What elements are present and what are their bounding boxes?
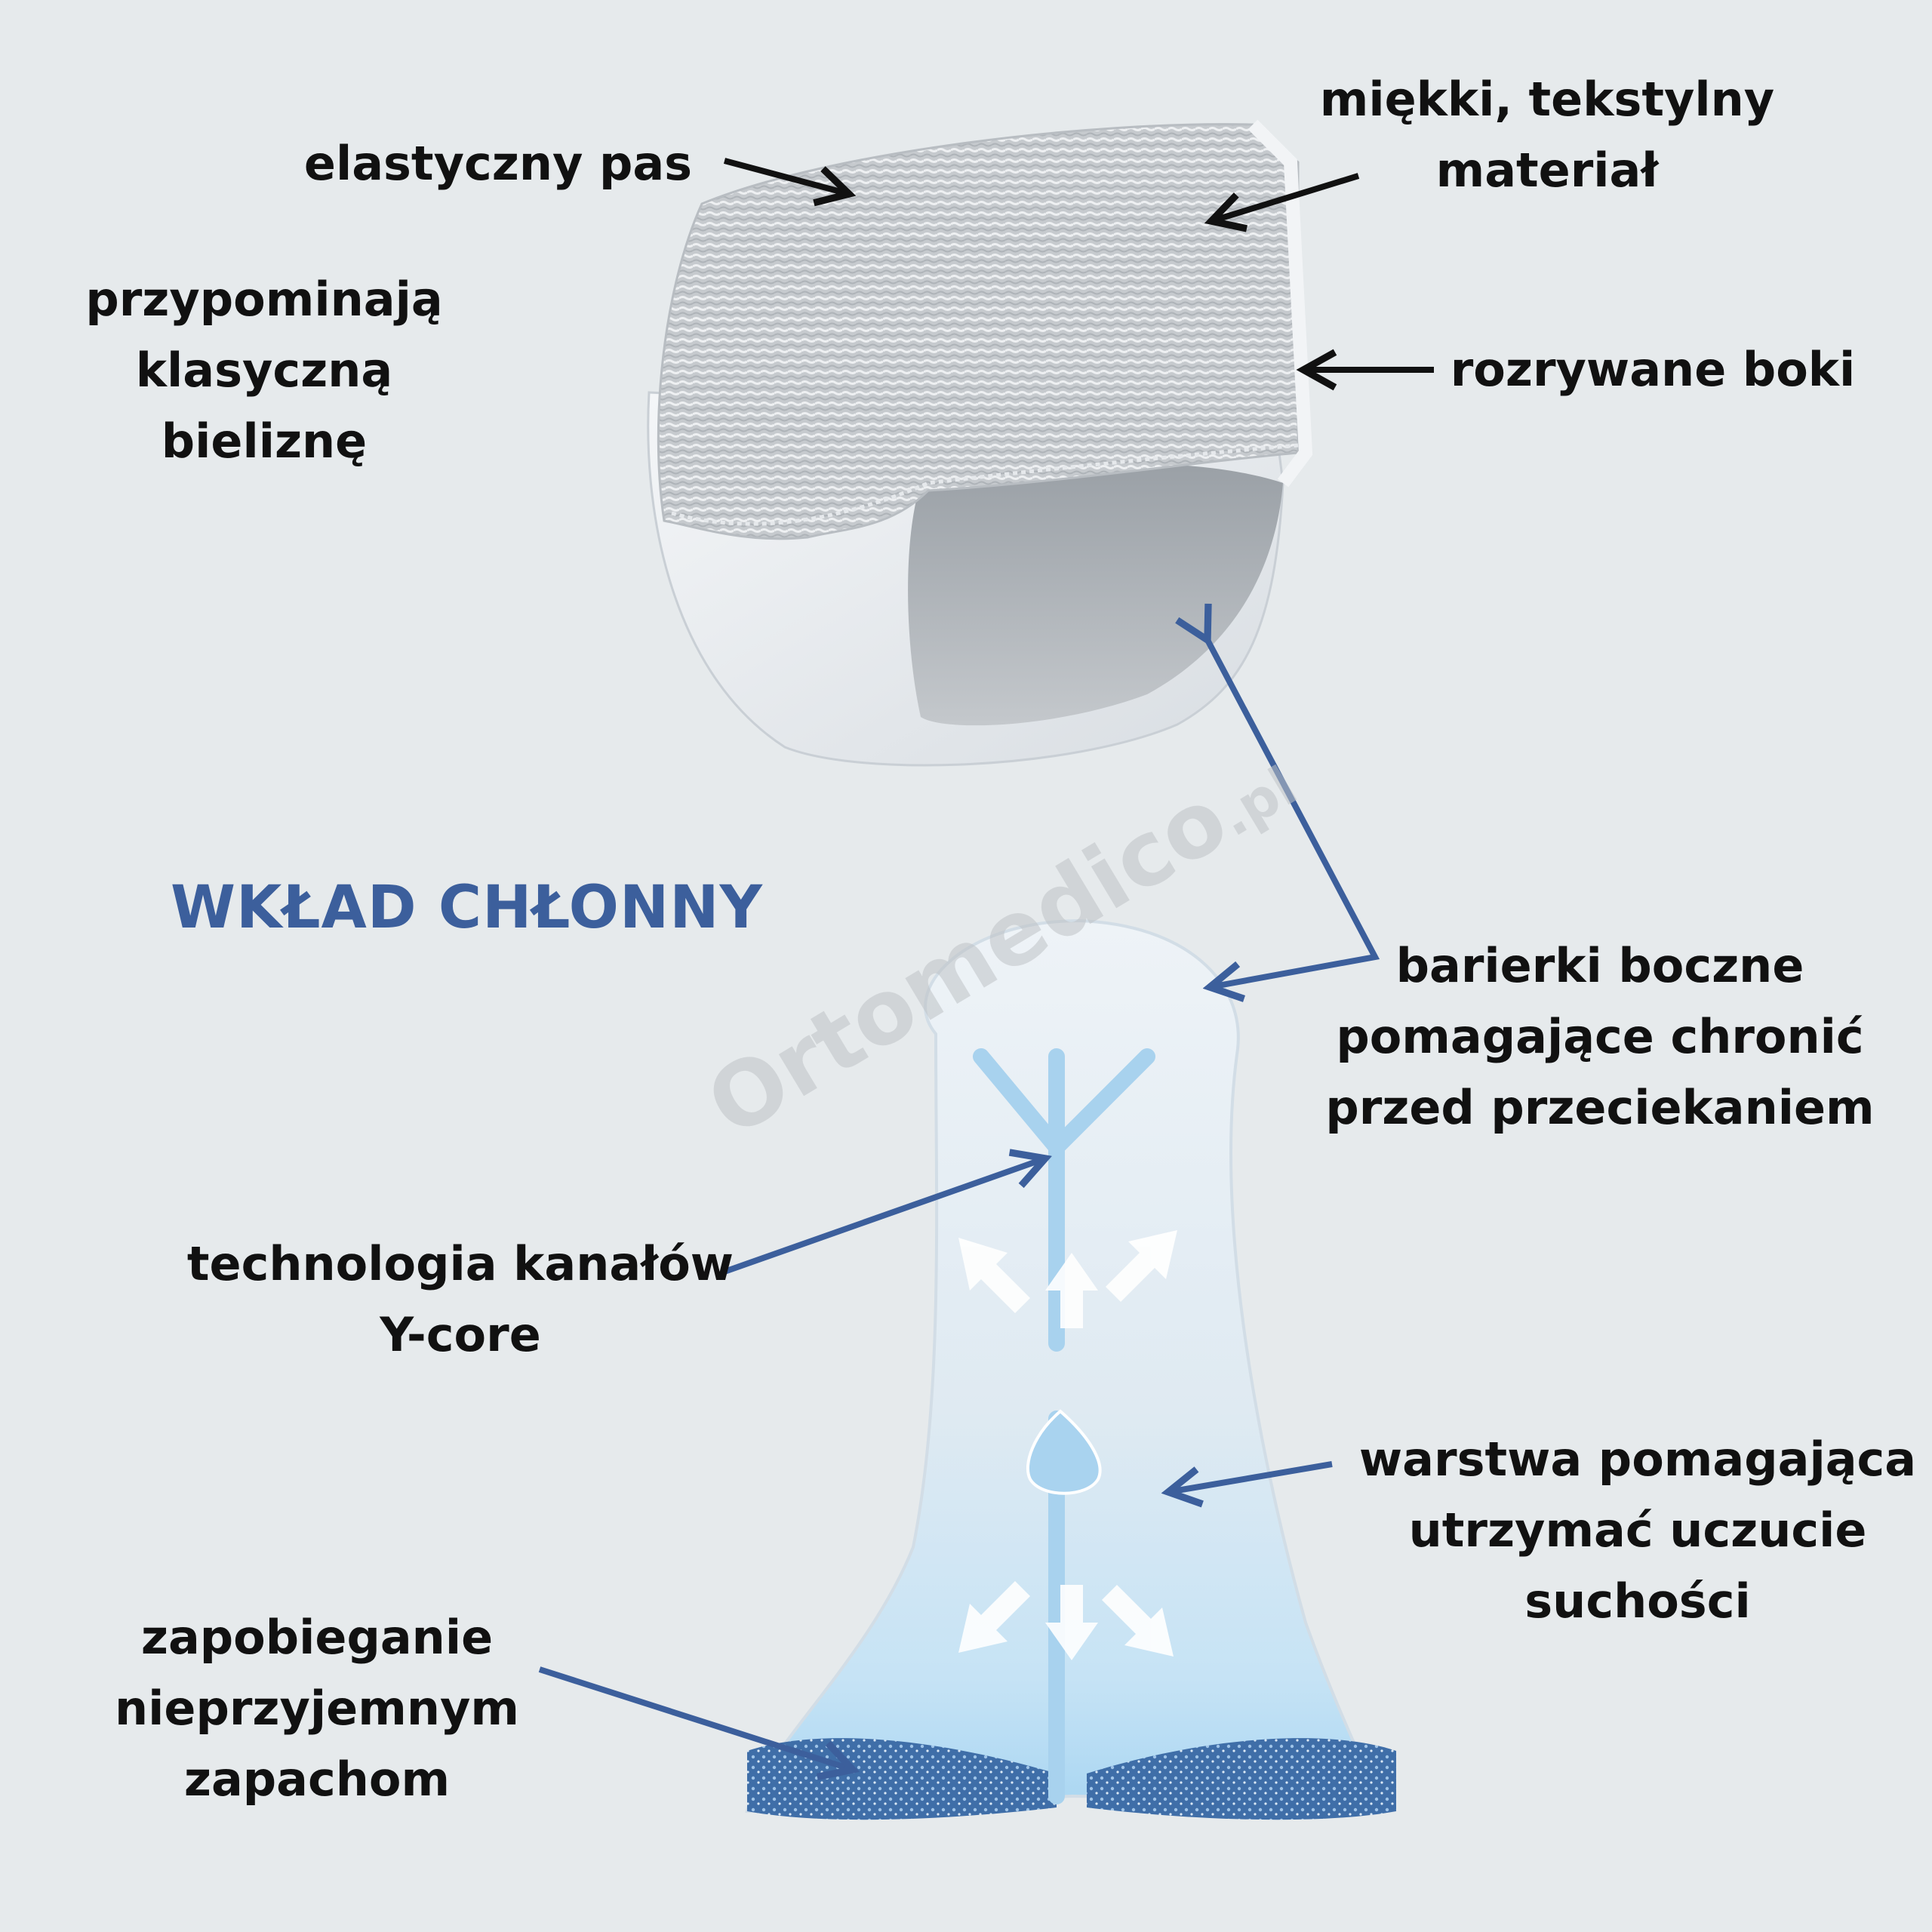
label-line: zapobieganie <box>140 1610 494 1665</box>
label-line: nieprzyjemnym <box>115 1681 519 1736</box>
soft-material-arrow <box>1211 173 1360 221</box>
pants-side-seam <box>1247 119 1313 488</box>
label-line: barierki boczne <box>1395 938 1804 993</box>
label-line: Y-core <box>380 1307 541 1362</box>
pad-odor-layer-right <box>1087 1738 1396 1820</box>
label-line: przed przeciekaniem <box>1325 1080 1875 1135</box>
label-line: zapachom <box>183 1752 451 1807</box>
flow-arrow-downright <box>1102 1585 1174 1657</box>
label-line: utrzymać uczucie <box>1408 1503 1867 1558</box>
label-line: technologia kanałów <box>186 1236 734 1291</box>
odor-arrow <box>538 1666 853 1770</box>
label-line: bieliznę <box>161 414 368 469</box>
label-side-barriers: barierki boczne pomagające chronić przed… <box>1313 931 1887 1143</box>
pants-waistband-stitch <box>671 443 1299 526</box>
pad-drop-icon <box>1026 1409 1102 1495</box>
label-line: materiał <box>1435 143 1659 198</box>
pants-illustration <box>647 119 1313 767</box>
label-line: warstwa pomagająca <box>1358 1432 1917 1487</box>
flow-arrow-down <box>1045 1585 1098 1660</box>
label-line: elastyczny pas <box>303 136 693 191</box>
flow-arrow-upright <box>1106 1230 1177 1302</box>
dry-layer-arrow <box>1168 1461 1333 1492</box>
label-line: suchości <box>1524 1574 1751 1629</box>
label-classic-underwear: przypominają klasyczną bieliznę <box>45 264 483 477</box>
absorbent-insert-heading: WKŁAD CHŁONNY <box>171 874 764 942</box>
pad-illustration <box>745 918 1396 1820</box>
label-tear-sides: rozrywane boki <box>1434 334 1872 405</box>
flow-arrow-up <box>1045 1253 1098 1328</box>
label-dry-layer: warstwa pomagająca utrzymać uczucie such… <box>1351 1424 1924 1637</box>
label-elastic-waist: elastyczny pas <box>249 128 747 199</box>
label-ycore: technologia kanałów Y-core <box>158 1229 762 1371</box>
ycore-arrow <box>723 1158 1045 1275</box>
label-line: rozrywane boki <box>1450 342 1856 397</box>
label-line: miękki, tekstylny <box>1319 72 1775 127</box>
pants-waistband <box>657 123 1300 540</box>
label-soft-material: miękki, tekstylny materiał <box>1268 64 1826 206</box>
elastic-waist-arrow <box>723 158 849 194</box>
flow-arrow-upleft <box>958 1238 1030 1313</box>
side-barriers-arrow <box>1208 640 1380 987</box>
label-line: pomagające chronić <box>1336 1009 1864 1064</box>
label-odor: zapobieganie nieprzyjemnym zapachom <box>91 1602 543 1815</box>
pad-flow-arrows <box>958 1230 1177 1660</box>
label-line: klasyczną <box>135 343 393 398</box>
flow-arrow-downleft <box>958 1581 1030 1653</box>
pad-ycore-channel <box>973 1048 1155 1804</box>
label-line: przypominają <box>85 272 443 327</box>
